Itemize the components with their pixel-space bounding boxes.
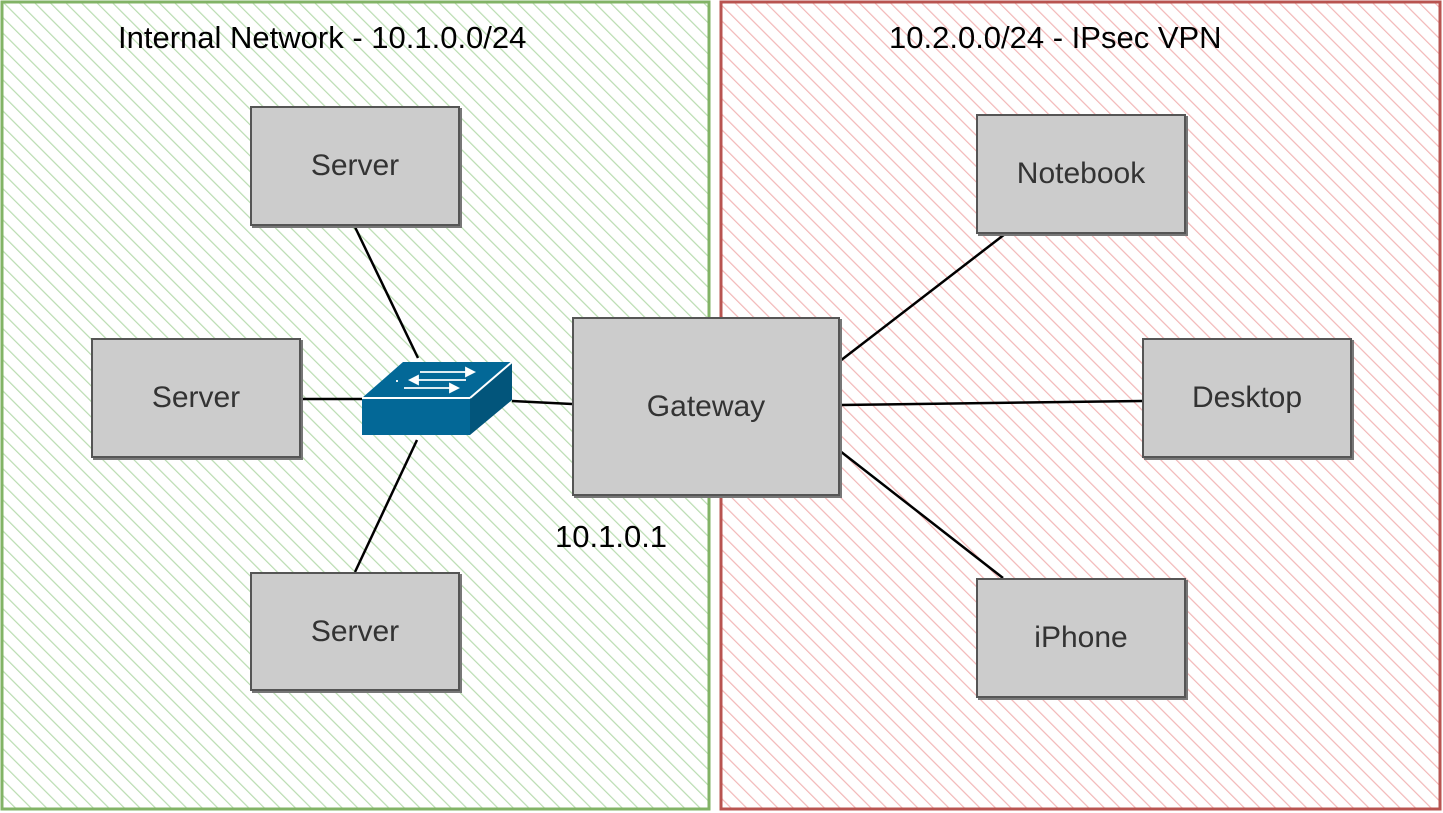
network-switch-icon — [362, 361, 513, 435]
server-bottom-node: Server — [250, 572, 460, 691]
edge-gateway-iphone — [839, 450, 1004, 579]
vpn-zone-title: 10.2.0.0/24 - IPsec VPN — [889, 20, 1222, 55]
gateway-ip-label: 10.1.0.1 — [555, 519, 668, 554]
edge-gateway-notebook — [839, 233, 1006, 362]
edge-switch-gateway — [511, 399, 573, 406]
server-top-node: Server — [250, 106, 460, 226]
server-left-node: Server — [91, 338, 301, 458]
desktop-node: Desktop — [1142, 338, 1352, 458]
gateway-node: Gateway — [572, 317, 840, 496]
iphone-node: iPhone — [976, 578, 1186, 698]
edge-gateway-desktop — [839, 399, 1143, 407]
internal-network-title: Internal Network - 10.1.0.0/24 — [118, 20, 527, 55]
edge-switch-server-top — [353, 226, 420, 359]
notebook-node: Notebook — [976, 114, 1186, 234]
edge-switch-server-bottom — [353, 439, 419, 573]
